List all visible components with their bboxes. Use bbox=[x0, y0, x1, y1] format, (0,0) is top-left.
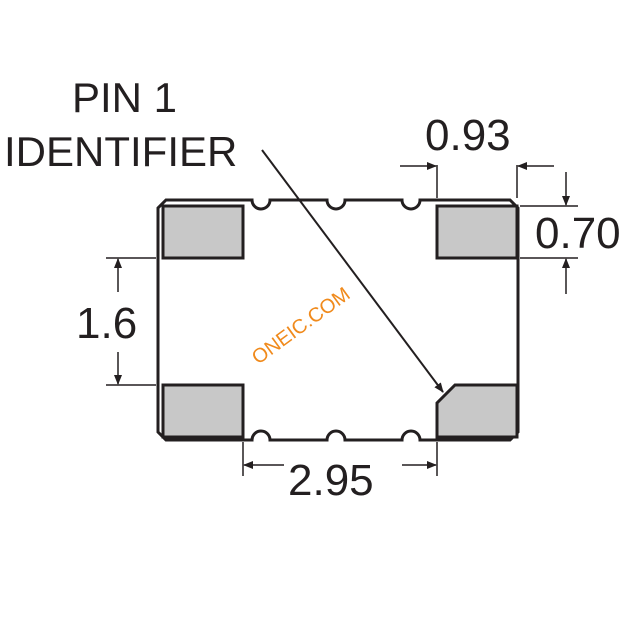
pad-top-left bbox=[161, 204, 245, 260]
pin1-label-line1: PIN 1 bbox=[72, 74, 177, 121]
pin1-leader-line bbox=[261, 149, 444, 393]
pad-top-right bbox=[435, 204, 519, 260]
dim-pad-horizontal-spacing: 2.95 bbox=[288, 456, 374, 505]
package-outline bbox=[156, 198, 520, 442]
dim-pad-width: 0.93 bbox=[425, 111, 511, 160]
dim-pad-vertical-spacing: 1.6 bbox=[76, 299, 137, 348]
pad-bottom-right-pin1 bbox=[435, 383, 519, 439]
dim-pad-height: 0.70 bbox=[535, 209, 621, 258]
pin1-label-line2: IDENTIFIER bbox=[4, 128, 237, 175]
pad-bottom-left bbox=[161, 383, 245, 439]
